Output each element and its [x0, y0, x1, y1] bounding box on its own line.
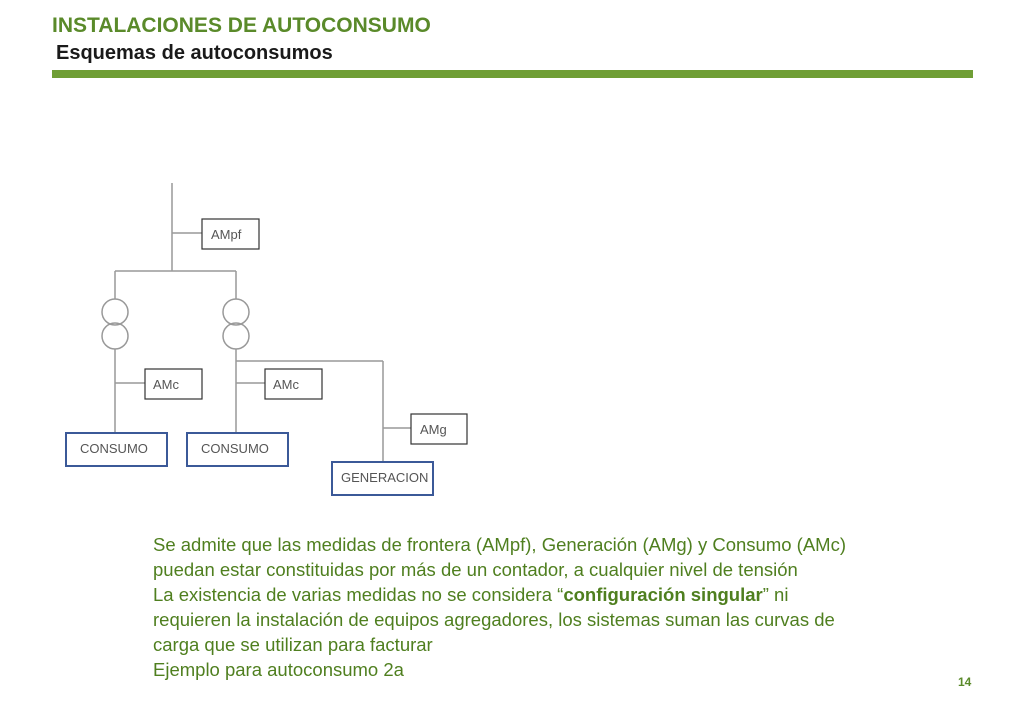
page-number: 14 — [958, 675, 972, 689]
singular-configuration-term: configuración singular — [563, 584, 763, 605]
meter-amc-left-box — [144, 368, 203, 400]
body-line-1: Se admite que las medidas de frontera (A… — [153, 534, 847, 555]
load-consumo-right: CONSUMO — [186, 432, 289, 467]
meter-amg: AMg — [410, 413, 468, 445]
meter-amc-right: AMc — [264, 368, 323, 400]
load-consumo-right-label: CONSUMO — [201, 441, 269, 456]
page-title: INSTALACIONES DE AUTOCONSUMO — [52, 14, 431, 37]
transformer-right-bottom-coil — [222, 322, 250, 350]
meter-amc-left: AMc — [144, 368, 203, 400]
generation-unit: GENERACION — [331, 461, 434, 496]
body-line-5: carga que se utilizan para facturar — [153, 634, 433, 655]
meter-ampf-label: AMpf — [211, 227, 242, 242]
header-divider — [52, 70, 973, 78]
explanation-text: Se admite que las medidas de frontera (A… — [153, 532, 973, 682]
meter-ampf-box — [201, 218, 260, 250]
load-consumo-left-label: CONSUMO — [80, 441, 148, 456]
transformer-left-top-coil — [101, 298, 129, 326]
body-line-3: La existencia de varias medidas no se co… — [153, 582, 973, 607]
meter-amg-box — [410, 413, 468, 445]
diagram-wiring — [101, 183, 411, 462]
meter-amc-right-box — [264, 368, 323, 400]
meter-ampf: AMpf — [201, 218, 260, 250]
load-consumo-left: CONSUMO — [65, 432, 168, 467]
generation-box — [331, 461, 434, 496]
generation-label: GENERACION — [341, 470, 428, 485]
meter-amc-left-label: AMc — [153, 377, 180, 392]
body-line-3-post: ” ni — [762, 584, 789, 605]
load-consumo-left-box — [65, 432, 168, 467]
transformer-left-bottom-coil — [101, 322, 129, 350]
page-subtitle: Esquemas de autoconsumos — [56, 42, 333, 64]
transformer-right-top-coil — [222, 298, 250, 326]
body-line-2: puedan estar constituidas por más de un … — [153, 559, 798, 580]
body-line-4: requieren la instalación de equipos agre… — [153, 609, 835, 630]
body-line-3-pre: La existencia de varias medidas no se co… — [153, 584, 564, 605]
body-line-6: Ejemplo para autoconsumo 2a — [153, 659, 404, 680]
load-consumo-right-box — [186, 432, 289, 467]
meter-amg-label: AMg — [420, 422, 447, 437]
meter-amc-right-label: AMc — [273, 377, 300, 392]
